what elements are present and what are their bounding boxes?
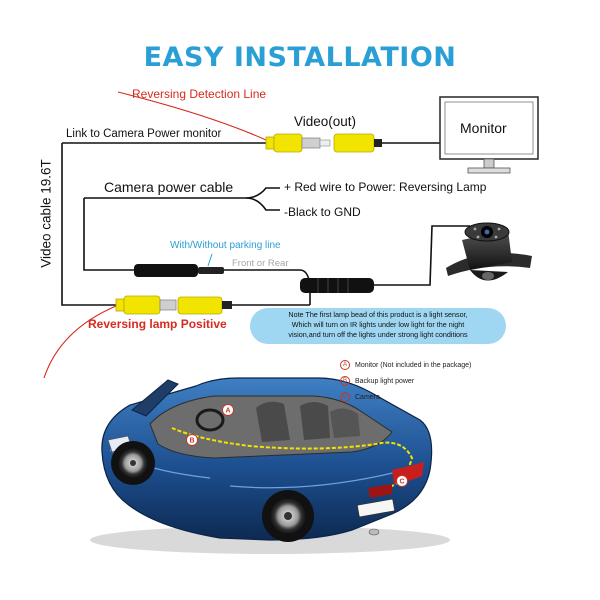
monitor-icon bbox=[439, 96, 539, 174]
legend-item-monitor: A Monitor (Not included in the package) bbox=[340, 360, 471, 370]
badge-b: B bbox=[189, 438, 194, 445]
wiring bbox=[61, 142, 470, 306]
rca-connector-icon bbox=[265, 133, 382, 153]
legend-item-backup-power: B Backup light power bbox=[340, 376, 414, 386]
parking-line-label: With/Without parking line bbox=[170, 240, 281, 251]
car-badges: A B C bbox=[186, 404, 408, 487]
legend-text: Monitor (Not included in the package) bbox=[355, 361, 472, 369]
video-cable-wire bbox=[61, 143, 116, 306]
camera-icon bbox=[446, 222, 532, 281]
video-cable-label: Video cable 19.6T bbox=[38, 159, 54, 268]
camera-cable-wire bbox=[224, 269, 311, 305]
car-illustration bbox=[90, 377, 450, 554]
legend-text: Camera bbox=[355, 393, 380, 401]
legend-badge: C bbox=[340, 392, 350, 402]
front-or-rear-label: Front or Rear bbox=[232, 258, 289, 269]
note-box bbox=[250, 308, 506, 344]
note-line: Which will turn on IR lights under low l… bbox=[291, 320, 465, 329]
note-line: vision,and turn off the lights under str… bbox=[288, 330, 468, 339]
note-text: Note The first lamp bead of this product… bbox=[252, 310, 504, 340]
camera-power-cable-label: Camera power cable bbox=[104, 179, 234, 195]
reversing-detection-line-label: Reversing Detection Line bbox=[132, 87, 267, 101]
note-line: Note The first lamp bead of this product… bbox=[288, 310, 468, 319]
page-title: EASY INSTALLATION bbox=[143, 42, 457, 73]
black-wire-label: -Black to GND bbox=[284, 205, 361, 219]
link-camera-power-label: Link to Camera Power monitor bbox=[66, 128, 222, 140]
legend-badge: B bbox=[340, 376, 350, 386]
monitor-label: Monitor bbox=[460, 120, 507, 136]
legend-item-camera: C Camera bbox=[340, 392, 380, 402]
parking-line-connector bbox=[134, 264, 224, 277]
camera-cable-connector bbox=[300, 278, 374, 293]
video-out-label: Video(out) bbox=[294, 114, 357, 129]
reversing-lamp-positive-label: Reversing lamp Positive bbox=[88, 317, 227, 331]
badge-a: A bbox=[225, 408, 230, 415]
badge-c: C bbox=[399, 479, 404, 486]
legend-badge: A bbox=[340, 360, 350, 370]
rca-connector-icon bbox=[115, 295, 232, 315]
annotation-lines bbox=[43, 91, 267, 379]
red-wire-label: + Red wire to Power: Reversing Lamp bbox=[284, 180, 487, 194]
legend-text: Backup light power bbox=[355, 377, 415, 385]
